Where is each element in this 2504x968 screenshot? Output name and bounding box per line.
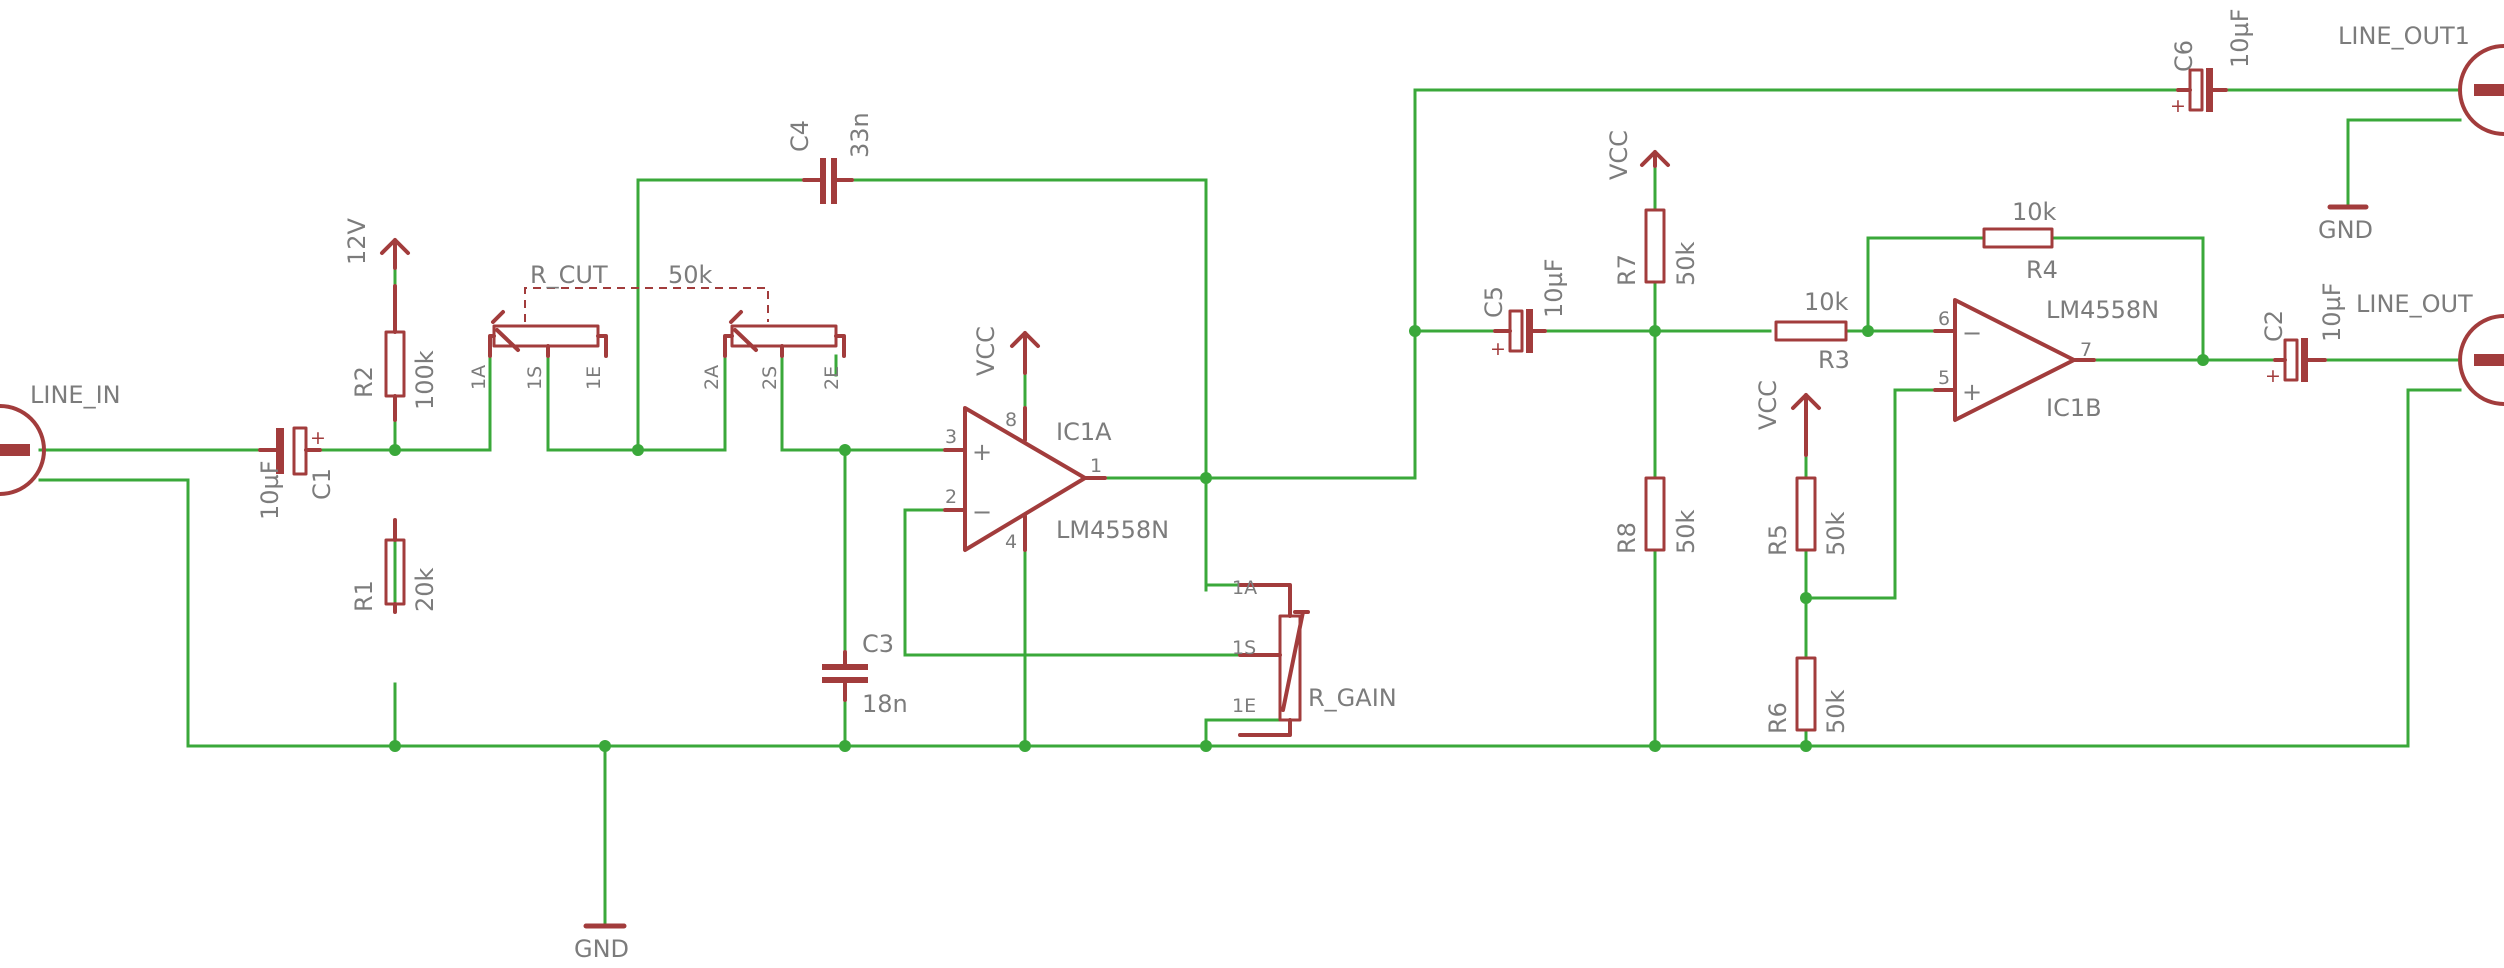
c6-value: 10µF: [2226, 8, 2254, 68]
gnd-main-label: GND: [574, 935, 629, 963]
resistor-r8: R8 50k: [1613, 476, 1700, 554]
c1-polarity-mark: +: [310, 427, 326, 449]
ic1a-pin-3: 3: [945, 426, 957, 448]
ic1b-name: IC1B: [2046, 394, 2102, 422]
c2-polarity-mark: +: [2265, 365, 2281, 387]
c2-name: C2: [2260, 310, 2288, 342]
r-gain-pin-1a: 1A: [1232, 577, 1257, 599]
power-vcc-r5: VCC: [1754, 380, 1821, 457]
c5-name: C5: [1480, 286, 1508, 318]
capacitor-c2: + C2 10µF: [2260, 282, 2346, 387]
r4-name: R4: [2026, 256, 2058, 284]
r-cut-value: 50k: [668, 261, 713, 289]
line-out-connector: LINE_OUT: [2356, 290, 2504, 406]
r-gain-name: R_GAIN: [1308, 684, 1397, 712]
capacitor-c3: C3 18n: [822, 630, 908, 718]
r-cut-name: R_CUT: [530, 261, 608, 289]
potentiometer-r-gain: 1A 1S 1E R_GAIN: [1232, 577, 1397, 737]
c3-value: 18n: [862, 690, 908, 718]
capacitor-c1: + 10µF C1: [256, 426, 336, 520]
vcc-ic1a-label: VCC: [972, 326, 1000, 376]
ic1a-pin-8: 8: [1005, 409, 1017, 431]
resistor-r1: R1 20k: [350, 518, 439, 614]
ic1b-pin-7: 7: [2080, 339, 2092, 361]
ic1a-pin-1: 1: [1090, 455, 1102, 477]
c5-polarity-mark: +: [1490, 338, 1506, 360]
vcc-r5-label: VCC: [1754, 380, 1782, 430]
power-vcc-ic1a: VCC: [972, 326, 1040, 376]
r-gain-pin-1s: 1S: [1232, 637, 1256, 659]
power-vcc-r7: VCC: [1605, 130, 1670, 180]
c5-value: 10µF: [1540, 258, 1568, 318]
c1-name: C1: [308, 468, 336, 500]
r8-name: R8: [1613, 522, 1641, 554]
r4-value: 10k: [2012, 198, 2057, 226]
r2-name: R2: [350, 366, 378, 398]
line-out1-connector: LINE_OUT1: [2338, 22, 2504, 136]
r5-name: R5: [1764, 524, 1792, 556]
r5-value: 50k: [1822, 511, 1850, 556]
line-out1-label: LINE_OUT1: [2338, 22, 2470, 50]
c1-value: 10µF: [256, 460, 284, 520]
r8-value: 50k: [1672, 509, 1700, 554]
ground-symbol-out: GND: [2318, 204, 2373, 244]
c4-name: C4: [786, 120, 814, 152]
capacitor-c6: + C6 10µF: [2170, 8, 2254, 117]
resistor-r7: R7 50k: [1613, 208, 1700, 286]
ic1b-pin-5: 5: [1938, 367, 1950, 389]
r-gain-pin-1e: 1E: [1232, 695, 1256, 717]
12v-label: 12V: [343, 217, 371, 265]
ic1a-pin-4: 4: [1005, 531, 1017, 553]
potentiometer-r-cut: R_CUT 50k 1A 1S 1E 2A 2S 2E: [468, 261, 846, 390]
junctions: [389, 325, 2209, 752]
ic1b-pin-6: 6: [1938, 308, 1950, 330]
r7-value: 50k: [1672, 241, 1700, 286]
c2-value: 10µF: [2318, 282, 2346, 342]
r-cut-pin-2a: 2A: [701, 365, 723, 390]
c6-polarity-mark: +: [2170, 95, 2186, 117]
line-in-connector: LINE_IN: [0, 381, 121, 496]
r3-value: 10k: [1804, 288, 1849, 316]
resistor-r6: R6 50k: [1764, 656, 1850, 734]
c4-value: 33n: [846, 112, 874, 158]
resistor-r3: 10k R3: [1774, 288, 1850, 374]
r7-name: R7: [1613, 254, 1641, 286]
c3-name: C3: [862, 630, 894, 658]
ic1a-part: LM4558N: [1056, 516, 1169, 544]
r-cut-pin-1a: 1A: [468, 365, 490, 390]
c6-name: C6: [2170, 40, 2198, 72]
opamp-ic1a: + − 3 2 1 8 4 IC1A LM4558N: [943, 406, 1169, 553]
capacitor-c4: C4 33n: [786, 112, 874, 204]
line-in-label: LINE_IN: [30, 381, 121, 409]
r2-value: 100k: [411, 350, 439, 410]
line-out-label: LINE_OUT: [2356, 290, 2473, 318]
ic1a-name: IC1A: [1056, 418, 1112, 446]
vcc-r7-label: VCC: [1605, 130, 1633, 180]
ic1b-plus: +: [1962, 378, 1982, 406]
r-cut-pin-1s: 1S: [524, 366, 546, 390]
ic1b-part: LM4558N: [2046, 296, 2159, 324]
power-12v: 12V: [343, 217, 410, 270]
ic1a-plus: +: [972, 438, 992, 466]
resistor-r4: 10k R4: [1982, 198, 2058, 284]
r-cut-pin-2s: 2S: [759, 366, 781, 390]
opamp-ic1b: − + 6 5 7 LM4558N IC1B: [1933, 296, 2159, 422]
r3-name: R3: [1818, 346, 1850, 374]
ic1b-minus: −: [1962, 319, 1982, 347]
r6-name: R6: [1764, 702, 1792, 734]
capacitor-c5: + C5 10µF: [1480, 258, 1568, 360]
r-cut-pin-1e: 1E: [583, 366, 605, 390]
gnd-out-label: GND: [2318, 216, 2373, 244]
wires: [38, 88, 2462, 926]
resistor-r2: R2 100k: [350, 284, 439, 422]
resistor-r5: R5 50k: [1764, 476, 1850, 556]
ic1a-pin-2: 2: [945, 486, 957, 508]
r-cut-pin-2e: 2E: [821, 366, 843, 390]
r1-value: 20k: [411, 567, 439, 612]
r1-name: R1: [350, 580, 378, 612]
ground-symbol-main: GND: [574, 923, 629, 963]
r6-value: 50k: [1822, 689, 1850, 734]
ic1a-minus: −: [972, 498, 992, 526]
